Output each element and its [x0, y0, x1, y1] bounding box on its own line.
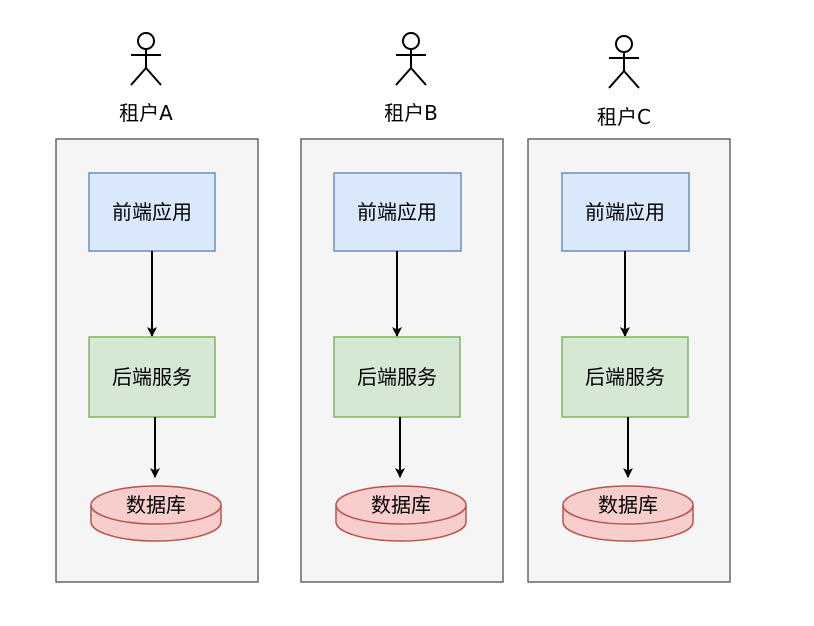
tenant-b-frontend-label: 前端应用	[357, 200, 437, 224]
tenant-c-database-icon	[562, 485, 694, 542]
tenant-a-database-icon	[90, 485, 222, 542]
tenant-c-backend-box	[561, 336, 689, 418]
tenant-c-actor-icon	[608, 35, 640, 89]
tenant-c-backend-label: 后端服务	[585, 365, 665, 389]
tenant-a-backend-box	[88, 336, 216, 418]
tenant-b-database-icon	[335, 485, 467, 542]
tenant-a-frontend-label: 前端应用	[112, 200, 192, 224]
tenant-b-backend-label: 后端服务	[357, 365, 437, 389]
tenant-b-actor-icon	[395, 32, 427, 86]
tenant-a-actor-icon	[130, 32, 162, 86]
tenant-a-frontend-box	[88, 172, 216, 252]
tenant-c-label: 租户C	[597, 105, 651, 129]
tenant-b-database-label: 数据库	[371, 493, 431, 517]
tenant-b-group: 租户B 前端应用 后端服务 数据库	[300, 32, 504, 583]
tenant-a-label: 租户A	[119, 101, 173, 125]
tenant-a-backend-label: 后端服务	[112, 365, 192, 389]
tenant-c-frontend-box	[561, 172, 690, 252]
tenant-c-group: 租户C 前端应用 后端服务 数据库	[527, 35, 731, 583]
tenant-b-label: 租户B	[384, 101, 438, 125]
tenant-a-group: 租户A 前端应用 后端服务 数据库	[55, 32, 259, 583]
tenant-b-frontend-box	[333, 172, 462, 252]
tenant-b-backend-box	[333, 336, 461, 418]
tenant-c-frontend-label: 前端应用	[585, 200, 665, 224]
tenant-c-database-label: 数据库	[598, 493, 658, 517]
tenant-a-database-label: 数据库	[126, 493, 186, 517]
